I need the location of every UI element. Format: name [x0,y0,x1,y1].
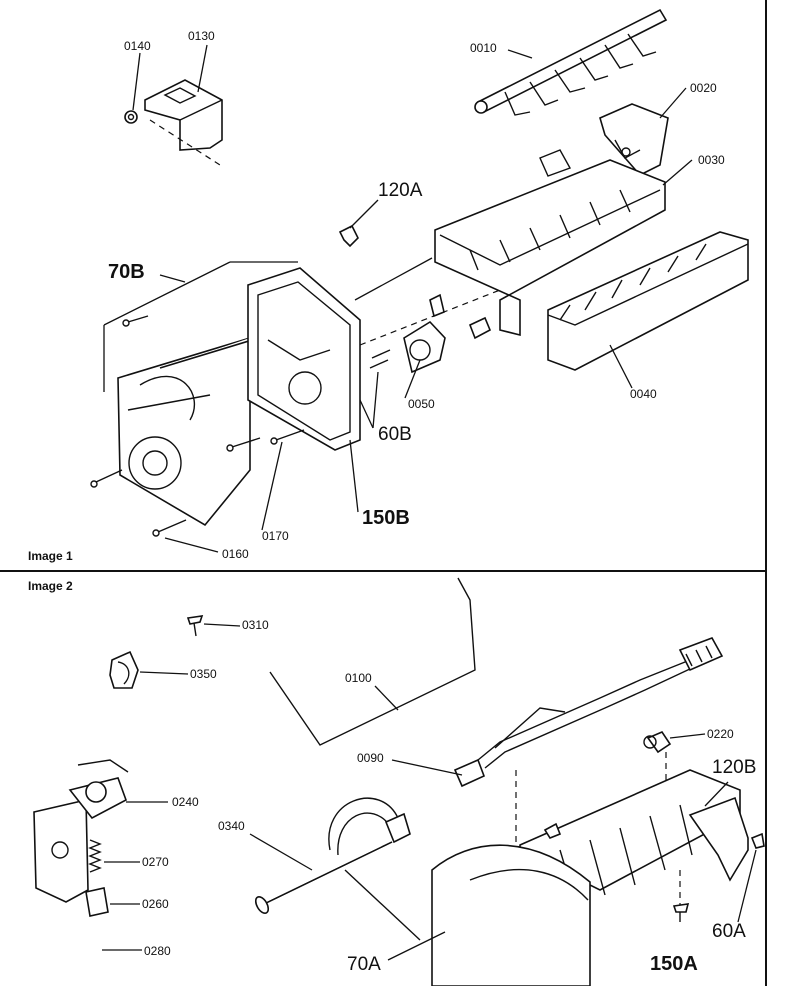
part-60A-clip [737,832,765,923]
label-150B: 150B [362,507,410,529]
part-0340-fill-tube [249,797,421,941]
label-0350: 0350 [190,667,217,681]
part-150B-module [247,257,501,451]
label-0010: 0010 [470,41,497,55]
label-120B: 120B [712,757,756,778]
label-60B: 60B [378,424,412,445]
label-0040: 0040 [630,387,657,401]
image-2-panel: Image 2 [28,577,765,986]
label-0170: 0170 [262,529,289,543]
label-0160: 0160 [222,547,249,561]
label-0090: 0090 [357,751,384,765]
leader-120B [704,781,729,807]
label-0030: 0030 [698,153,725,167]
label-0140: 0140 [124,39,151,53]
image-1-panel: 0130 0140 0010 0020 0030 120A 70B 0040 0… [28,8,749,563]
label-0050: 0050 [408,397,435,411]
label-60A: 60A [712,921,746,942]
part-0220-thermostat [643,731,706,754]
part-70A-cover [387,844,591,986]
label-0020: 0020 [690,81,717,95]
caption-image-2: Image 2 [28,579,73,593]
label-0260: 0260 [142,897,169,911]
part-0350-clip [109,650,189,689]
part-0030-mold [434,149,666,337]
label-0310: 0310 [242,618,269,632]
part-150A-screw [672,903,690,922]
part-0050-motor [369,293,492,374]
part-0270-spring [88,839,140,873]
label-0100: 0100 [345,671,372,685]
part-0130-bracket [144,79,223,166]
label-0130: 0130 [188,29,215,43]
part-0020-bearing [599,103,669,176]
label-0240: 0240 [172,795,199,809]
part-0010-ejector [474,8,668,116]
part-0100-wire-arm [269,577,476,746]
part-0090-harness [391,637,724,788]
part-0140-screw [124,110,138,124]
part-0280-tube [95,916,142,986]
part-0040-shield [547,231,749,371]
part-0240-water-valve [33,706,168,903]
label-0220: 0220 [707,727,734,741]
label-70B: 70B [108,261,145,283]
label-120A: 120A [378,180,423,201]
part-0260-nut [85,887,140,917]
screws-image-1 [90,315,305,537]
label-0340: 0340 [218,819,245,833]
part-0310-screw [186,615,241,637]
label-70A: 70A [347,954,381,975]
label-0270: 0270 [142,855,169,869]
leader-lines-image-1 [132,44,693,553]
label-0280: 0280 [144,944,171,958]
label-150A: 150A [650,953,698,975]
part-120A-clip [338,224,359,248]
caption-image-1: Image 1 [28,549,73,563]
part-icemaker-body [515,752,749,986]
